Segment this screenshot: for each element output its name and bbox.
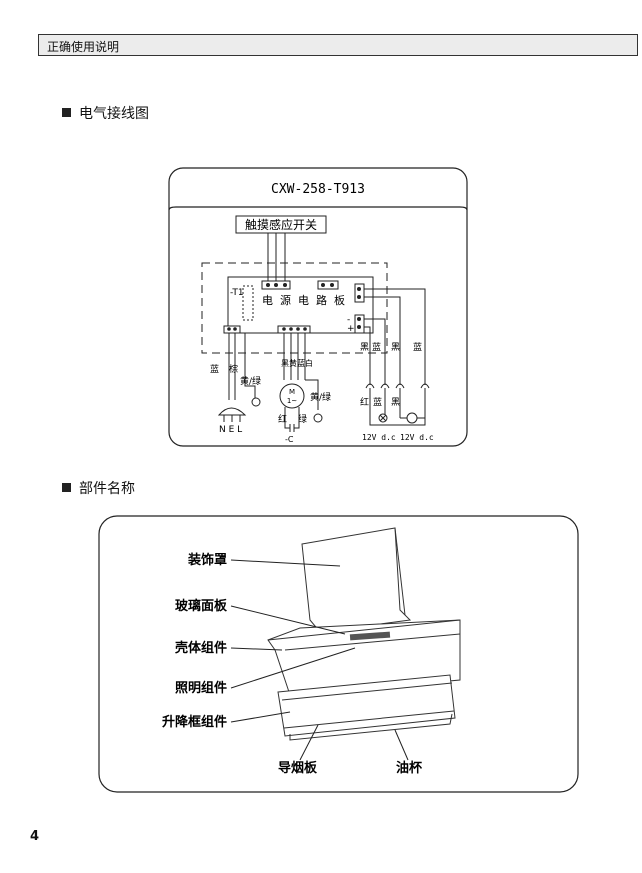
wiring-frame [168, 167, 468, 447]
header-bar: 正确使用说明 [38, 34, 638, 56]
connector-bottom [277, 325, 311, 334]
capacitor-label: -C [285, 435, 294, 444]
power-board-char-5: 板 [334, 293, 345, 307]
part-label-glass: 玻璃面板 [175, 598, 228, 614]
square-bullet-icon [62, 483, 71, 492]
wire-blue-1: 蓝 [372, 341, 381, 353]
wire-blue-label: 蓝 [210, 363, 219, 375]
wire-black-b: 黑 [391, 397, 400, 408]
power-board-char-1: 电 [262, 294, 273, 307]
section-parts: 部件名称 [62, 478, 135, 498]
touch-switch-label: 触摸感应开关 [245, 217, 317, 232]
section-parts-title: 部件名称 [79, 481, 135, 497]
decorative-cover [301, 527, 412, 633]
pin-plus: + [347, 324, 355, 334]
part-label-cover: 装饰罩 [187, 552, 227, 568]
voltage-label-1: 12V d.c [362, 433, 396, 442]
wire-blue-2: 蓝 [413, 341, 422, 353]
part-label-smoke-plate: 导烟板 [278, 760, 318, 776]
connector-bottom-left [223, 325, 241, 334]
yellow-green-label-2: 黄/绿 [310, 391, 331, 403]
glass-panel [349, 631, 391, 641]
part-label-light: 照明组件 [175, 680, 227, 696]
part-label-body: 壳体组件 [174, 640, 227, 656]
wire-red-b: 红 [360, 396, 369, 408]
wire-brown-label: 棕 [229, 363, 238, 375]
transformer-icon [242, 285, 254, 321]
motor-phase: 1~ [287, 397, 297, 405]
connector-top-right [317, 280, 339, 290]
pin-minus: - [347, 315, 350, 325]
motor-wire-colors: 黑黄蓝白 [281, 358, 313, 368]
connector-dc [354, 314, 365, 334]
wire-black-2: 黑 [391, 342, 400, 353]
wire-green-label: 绿 [298, 413, 307, 425]
power-board-char-2: 源 [280, 293, 291, 307]
page-number: 4 [30, 829, 40, 844]
board-outline [201, 262, 388, 354]
voltage-label-2: 12V d.c [400, 433, 434, 442]
t1-label: -T1 [230, 288, 244, 298]
header-title: 正确使用说明 [47, 40, 120, 54]
connector-right [354, 283, 365, 303]
lift-frame [277, 674, 456, 737]
section-wiring-title: 电气接线图 [79, 106, 149, 122]
touch-switch-box [235, 215, 327, 234]
part-label-lift-frame: 升降框组件 [162, 714, 227, 730]
wire-blue-b: 蓝 [373, 396, 382, 408]
square-bullet-icon [62, 108, 71, 117]
nel-label: N E L [219, 425, 242, 435]
plug-icon [217, 407, 247, 416]
wire-red-label: 红 [278, 413, 287, 425]
wiring-divider [168, 206, 468, 211]
power-board-char-3: 电 [298, 294, 309, 307]
ground-icon-2 [313, 413, 323, 423]
part-label-oil-cup: 油杯 [396, 760, 423, 776]
section-wiring: 电气接线图 [62, 103, 149, 123]
yellow-green-label-1: 黄/绿 [240, 375, 261, 387]
model-number: CXW-258-T913 [271, 182, 365, 197]
motor-icon [279, 383, 305, 409]
parts-frame [98, 515, 579, 793]
wire-black-1: 黑 [360, 342, 369, 353]
ground-icon-1 [251, 397, 261, 407]
power-board-char-4: 路 [316, 294, 327, 307]
motor-m: M [289, 388, 295, 396]
